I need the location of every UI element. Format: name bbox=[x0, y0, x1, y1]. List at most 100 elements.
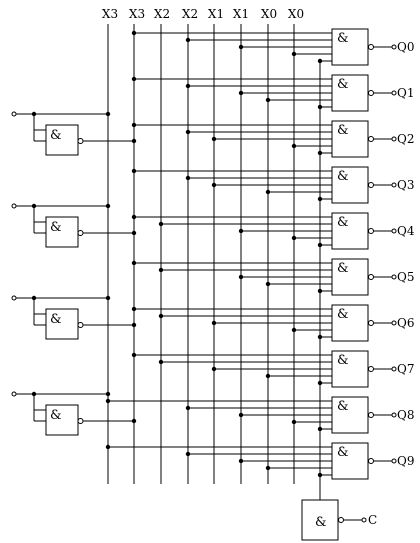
junction-dot bbox=[317, 242, 323, 248]
junction-dot bbox=[31, 203, 37, 209]
output-terminal bbox=[391, 366, 397, 372]
junction-dot bbox=[105, 444, 111, 450]
output-bubble bbox=[368, 412, 374, 418]
junction-dot bbox=[265, 373, 271, 379]
junction-dot bbox=[291, 419, 297, 425]
junction-dot bbox=[317, 58, 323, 64]
output-gate-5 bbox=[331, 258, 369, 296]
output-terminal bbox=[391, 320, 397, 326]
output-gate-6 bbox=[331, 304, 369, 342]
left-gate-bubble bbox=[77, 322, 84, 328]
junction-dot bbox=[185, 129, 191, 135]
final-output-label: C bbox=[368, 513, 377, 527]
gate-symbol: & bbox=[337, 399, 349, 414]
junction-dot bbox=[158, 359, 164, 365]
junction-dot bbox=[105, 295, 111, 301]
left-gate-bubble bbox=[77, 230, 84, 236]
output-bubble bbox=[368, 44, 374, 50]
output-label-q8: Q8 bbox=[397, 408, 414, 422]
left-gate-bubble bbox=[77, 418, 84, 424]
output-terminal bbox=[391, 228, 397, 234]
left-gate-bubble bbox=[77, 138, 84, 144]
junction-dot bbox=[31, 111, 37, 117]
gate-symbol: & bbox=[337, 261, 349, 276]
junction-dots bbox=[31, 30, 323, 478]
gate-symbol: & bbox=[337, 77, 349, 92]
output-bubble bbox=[368, 274, 374, 280]
input-label-x3n: X3 bbox=[129, 7, 145, 21]
junction-dot bbox=[158, 267, 164, 273]
output-gate-3 bbox=[331, 166, 369, 204]
left-gate-0 bbox=[45, 124, 79, 156]
left-input-terminal bbox=[11, 203, 17, 209]
junction-dot bbox=[238, 228, 244, 234]
junction-dot bbox=[211, 366, 217, 372]
output-terminal bbox=[391, 90, 397, 96]
junction-dot bbox=[265, 97, 271, 103]
output-terminal bbox=[391, 182, 397, 188]
junction-dot bbox=[131, 352, 137, 358]
output-terminal bbox=[391, 136, 397, 142]
input-label-x1n: X1 bbox=[233, 7, 249, 21]
junction-dot bbox=[317, 150, 323, 156]
junction-dot bbox=[265, 465, 271, 471]
left-gate-1 bbox=[45, 216, 79, 248]
junction-dot bbox=[131, 214, 137, 220]
junction-dot bbox=[265, 281, 271, 287]
junction-dot bbox=[317, 472, 323, 478]
left-input-terminal bbox=[11, 111, 17, 117]
final-bubble bbox=[338, 517, 344, 523]
junction-dot bbox=[131, 30, 137, 36]
junction-dot bbox=[131, 76, 137, 82]
gate-symbol: & bbox=[337, 215, 349, 230]
junction-dot bbox=[185, 451, 191, 457]
gate-symbol: & bbox=[337, 445, 349, 460]
gate-symbol: & bbox=[337, 31, 349, 46]
left-input-terminal bbox=[11, 391, 17, 397]
output-terminal bbox=[391, 44, 397, 50]
junction-dot bbox=[131, 168, 137, 174]
final-gate-symbol: & bbox=[315, 515, 327, 530]
junction-dot bbox=[317, 426, 323, 432]
junction-dot bbox=[131, 306, 137, 312]
junction-dot bbox=[317, 104, 323, 110]
junction-dot bbox=[238, 90, 244, 96]
junction-dot bbox=[211, 136, 217, 142]
junction-dot bbox=[317, 288, 323, 294]
left-gate-3 bbox=[45, 404, 79, 436]
output-bubble bbox=[368, 228, 374, 234]
output-terminal bbox=[391, 274, 397, 280]
output-label-q3: Q3 bbox=[397, 178, 414, 192]
output-label-q2: Q2 bbox=[397, 132, 414, 146]
junction-dot bbox=[131, 122, 137, 128]
junction-dot bbox=[238, 274, 244, 280]
output-bubble bbox=[368, 90, 374, 96]
final-output-terminal bbox=[361, 517, 367, 523]
output-bubble bbox=[368, 136, 374, 142]
junction-dot bbox=[131, 260, 137, 266]
output-label-q1: Q1 bbox=[397, 86, 414, 100]
junction-dot bbox=[291, 51, 297, 57]
output-bubble bbox=[368, 182, 374, 188]
gates: &&&&&&&&&&&&&&& bbox=[11, 28, 397, 541]
output-label-q0: Q0 bbox=[397, 40, 414, 54]
input-label-x1: X1 bbox=[208, 7, 224, 21]
output-label-q9: Q9 bbox=[397, 454, 414, 468]
junction-dot bbox=[31, 391, 37, 397]
junction-dot bbox=[31, 295, 37, 301]
junction-dot bbox=[238, 458, 244, 464]
junction-dot bbox=[185, 37, 191, 43]
gate-symbol: & bbox=[337, 123, 349, 138]
gate-symbol: & bbox=[50, 312, 62, 327]
junction-dot bbox=[317, 380, 323, 386]
junction-dot bbox=[131, 138, 137, 144]
junction-dot bbox=[131, 230, 137, 236]
gate-symbol: & bbox=[50, 220, 62, 235]
junction-dot bbox=[291, 327, 297, 333]
output-gate-1 bbox=[331, 74, 369, 112]
input-label-x0n: X0 bbox=[288, 7, 304, 21]
output-bubble bbox=[368, 458, 374, 464]
junction-dot bbox=[185, 175, 191, 181]
output-label-q4: Q4 bbox=[397, 224, 415, 238]
